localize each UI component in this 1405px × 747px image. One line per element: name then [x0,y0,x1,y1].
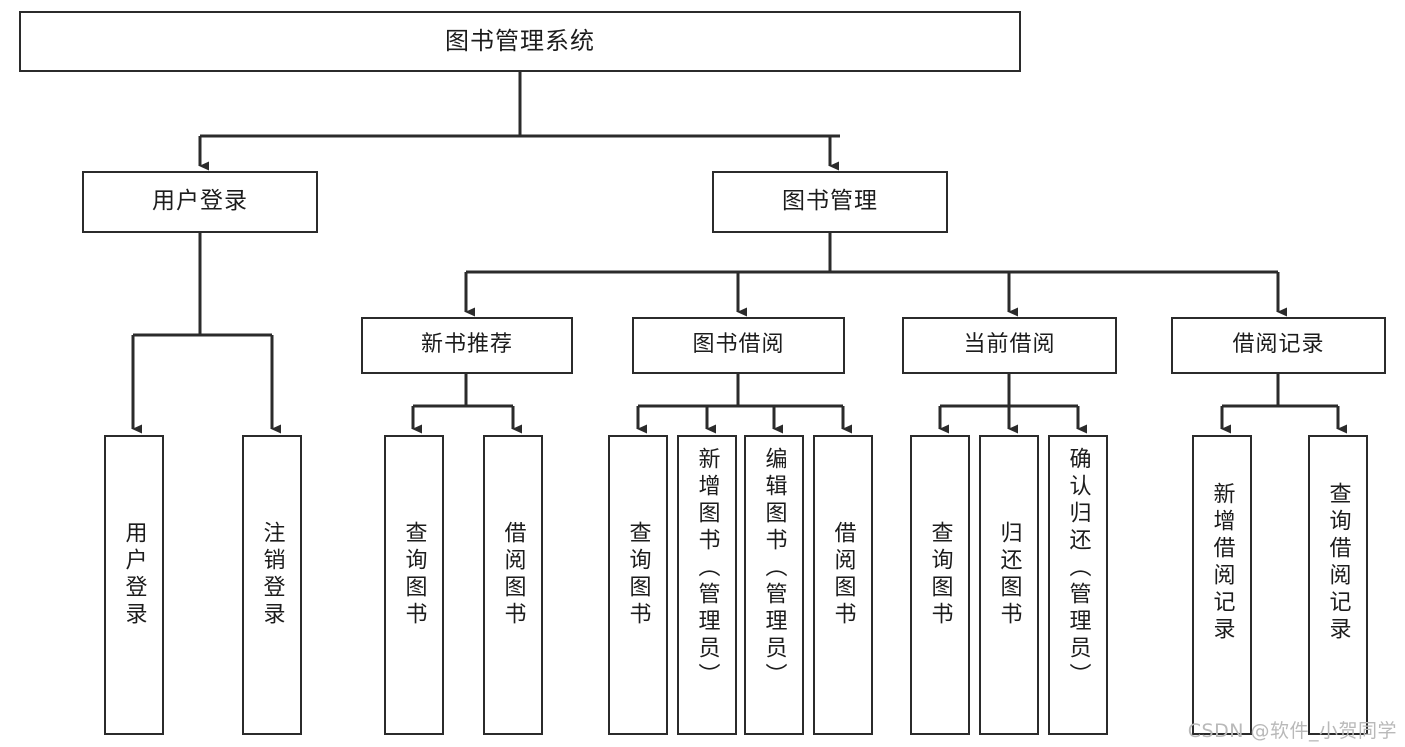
node-leaf-borrow-book-2[interactable]: 借阅图书 [813,435,873,735]
node-leaf-edit-book-label: 编辑图书（管理员） [761,447,787,690]
node-new-book-rec[interactable]: 新书推荐 [361,317,573,374]
node-user-login[interactable]: 用户登录 [82,171,318,233]
node-user-login-label: 用户登录 [152,188,248,215]
node-leaf-query-book-3[interactable]: 查询图书 [910,435,970,735]
node-leaf-query-record[interactable]: 查询借阅记录 [1308,435,1368,735]
node-root-label: 图书管理系统 [445,27,595,56]
node-leaf-query-book-3-label: 查询图书 [927,521,953,629]
node-leaf-add-record[interactable]: 新增借阅记录 [1192,435,1252,735]
node-leaf-confirm-return[interactable]: 确认归还（管理员） [1048,435,1108,735]
node-leaf-borrow-book-1[interactable]: 借阅图书 [483,435,543,735]
watermark-text: CSDN @软件_小贺同学 [1187,720,1397,742]
node-leaf-add-book[interactable]: 新增图书（管理员） [677,435,737,735]
node-leaf-add-book-label: 新增图书（管理员） [694,447,720,690]
node-current-borrow[interactable]: 当前借阅 [902,317,1117,374]
node-book-manage[interactable]: 图书管理 [712,171,948,233]
node-leaf-logout[interactable]: 注销登录 [242,435,302,735]
node-leaf-user-login[interactable]: 用户登录 [104,435,164,735]
node-new-book-rec-label: 新书推荐 [420,332,513,358]
node-current-borrow-label: 当前借阅 [963,332,1056,358]
node-borrow-record-label: 借阅记录 [1232,332,1325,358]
node-leaf-return-book[interactable]: 归还图书 [979,435,1039,735]
node-leaf-return-book-label: 归还图书 [996,521,1022,629]
node-leaf-logout-label: 注销登录 [259,521,285,629]
node-leaf-query-book-2[interactable]: 查询图书 [608,435,668,735]
node-book-borrow[interactable]: 图书借阅 [632,317,845,374]
node-leaf-confirm-return-label: 确认归还（管理员） [1065,447,1091,690]
node-leaf-user-login-label: 用户登录 [121,521,147,629]
node-leaf-query-record-label: 查询借阅记录 [1325,482,1351,644]
node-book-manage-label: 图书管理 [782,188,878,215]
node-leaf-borrow-book-2-label: 借阅图书 [830,521,856,629]
node-leaf-borrow-book-1-label: 借阅图书 [500,521,526,629]
node-leaf-edit-book[interactable]: 编辑图书（管理员） [744,435,804,735]
node-root[interactable]: 图书管理系统 [19,11,1021,72]
node-leaf-query-book-1[interactable]: 查询图书 [384,435,444,735]
node-leaf-query-book-2-label: 查询图书 [625,521,651,629]
node-leaf-query-book-1-label: 查询图书 [401,521,427,629]
node-book-borrow-label: 图书借阅 [692,332,785,358]
node-borrow-record[interactable]: 借阅记录 [1171,317,1386,374]
node-leaf-add-record-label: 新增借阅记录 [1209,482,1235,644]
